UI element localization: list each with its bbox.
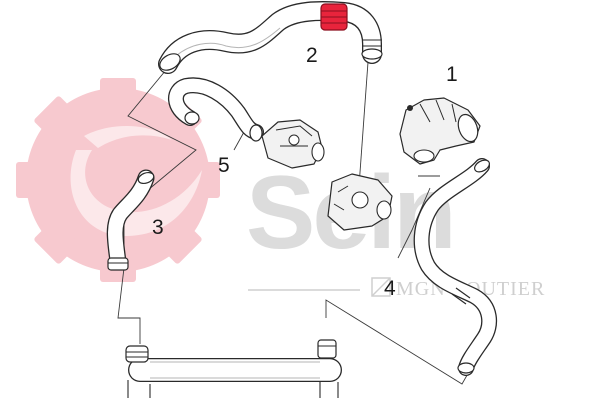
- part-3-vertical-hose: [106, 169, 155, 271]
- part-2-highlighted-clamp: [320, 3, 348, 31]
- central-connector-housing: [327, 173, 393, 231]
- part-2-upper-hose: [158, 1, 383, 74]
- leader-line-3: [117, 69, 197, 344]
- leader-line-4b: [325, 299, 471, 385]
- bottom-coolant-pipe: [125, 339, 342, 398]
- watermark-mgn-icon: [371, 277, 391, 297]
- leader-line-5: [233, 131, 245, 151]
- thermostat-housing: [261, 119, 325, 169]
- part-4-long-hose: [413, 158, 498, 376]
- callout-4: 4: [384, 277, 396, 300]
- callout-1: 1: [446, 63, 458, 86]
- callout-3: 3: [152, 216, 164, 239]
- part-5-middle-hose: [168, 77, 264, 142]
- leader-line-4: [397, 187, 431, 259]
- callout-2: 2: [306, 44, 318, 67]
- part-1-intake-elbow: [399, 97, 481, 165]
- callout-5: 5: [218, 154, 230, 177]
- leader-lines: [117, 61, 471, 385]
